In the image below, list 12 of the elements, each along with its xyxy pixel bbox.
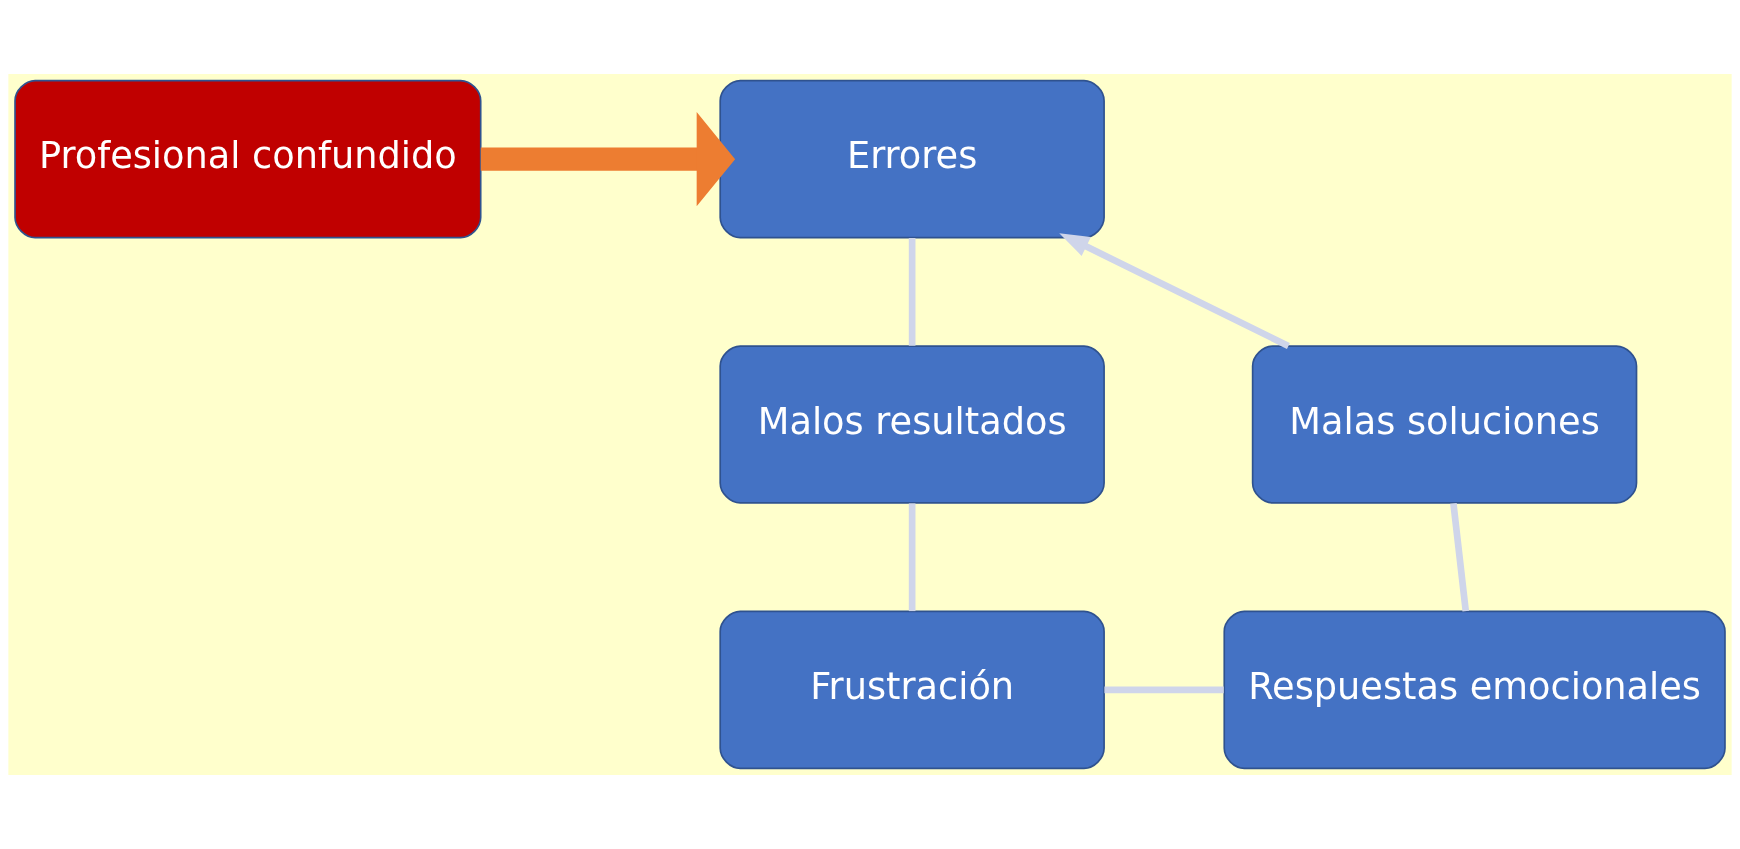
- node-box: Frustración: [719, 610, 1105, 770]
- node-box: Profesional confundido: [14, 79, 482, 239]
- connector: [1450, 503, 1470, 612]
- node-box: Malas soluciones: [1251, 345, 1638, 504]
- connector: [1104, 686, 1224, 694]
- connector: [908, 238, 916, 346]
- connector: [908, 503, 916, 612]
- node-box: Respuestas emocionales: [1223, 610, 1726, 770]
- arrow: [480, 112, 736, 207]
- arrow: [1059, 233, 1290, 349]
- node-box: Errores: [719, 79, 1105, 239]
- node-box: Malos resultados: [719, 345, 1105, 504]
